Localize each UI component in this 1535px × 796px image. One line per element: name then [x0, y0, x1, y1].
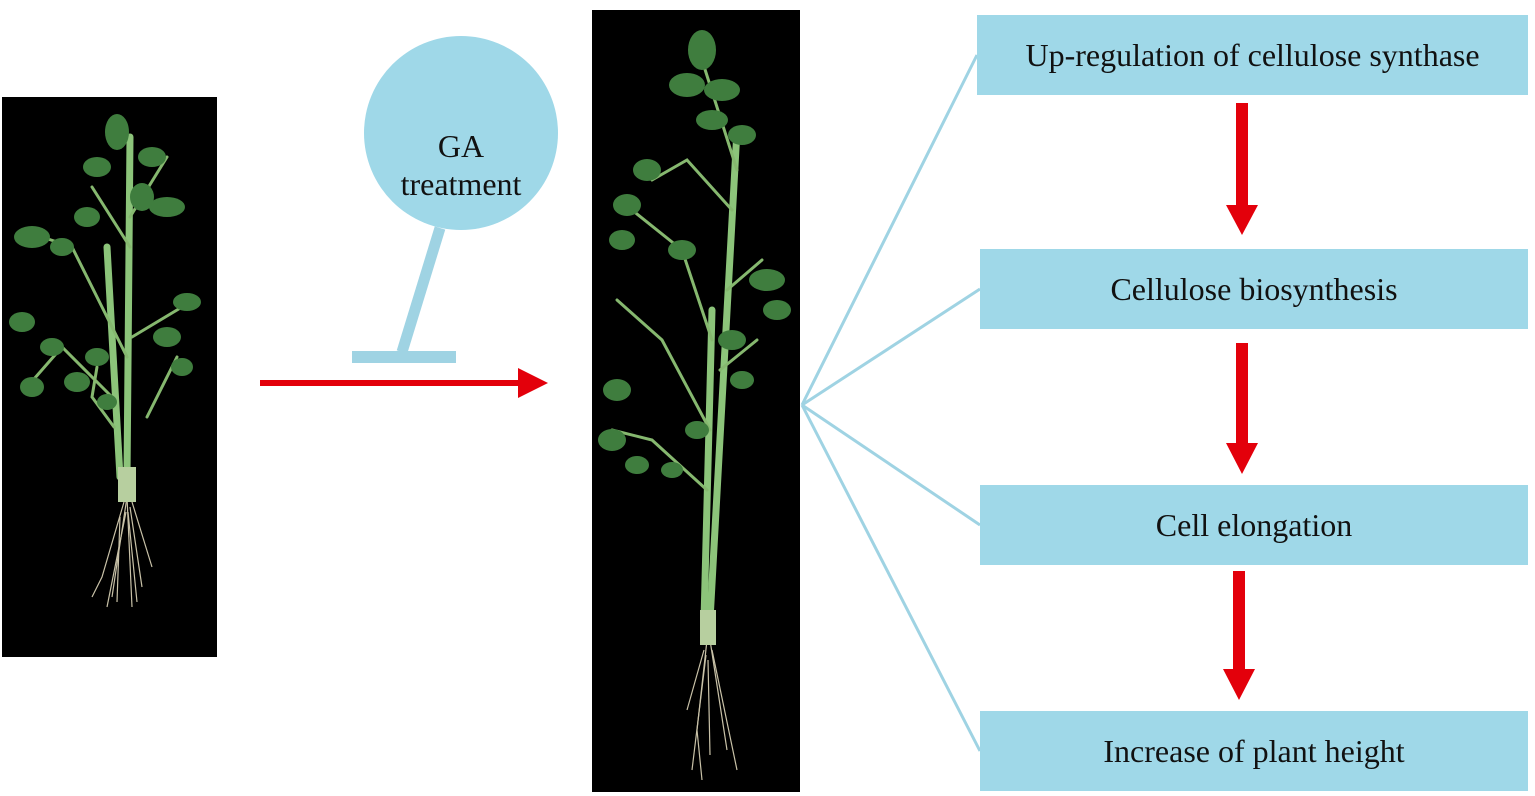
step-arrow-3 [1223, 571, 1255, 700]
main-arrow-head [518, 368, 548, 398]
step-box-cellulose-biosynthesis: Cellulose biosynthesis [980, 249, 1528, 329]
control-plant-photo [2, 97, 217, 657]
connector-step-4 [800, 404, 982, 752]
step-box-cellulose-synthase-upregulation: Up-regulation of cellulose synthase [977, 15, 1528, 95]
inhibitor-stem [396, 226, 446, 354]
control-plant-illustration [9, 114, 201, 608]
step-label: Cellulose biosynthesis [1110, 270, 1398, 307]
ga-label-line2: treatment [400, 166, 522, 202]
step-label: Increase of plant height [1103, 732, 1405, 769]
step-arrow-1 [1226, 103, 1258, 235]
connector-step-3 [801, 403, 981, 527]
step-box-cell-elongation: Cell elongation [980, 485, 1528, 565]
ga-treated-plant-photo [592, 10, 800, 792]
ga-label-line1: GA [437, 128, 485, 164]
step-box-plant-height-increase: Increase of plant height [980, 711, 1528, 791]
connector-step-2 [801, 287, 981, 407]
connector-step-1 [800, 54, 979, 406]
step-arrow-2 [1226, 343, 1258, 474]
treated-plant-illustration [598, 30, 791, 781]
step-label: Cell elongation [1155, 506, 1353, 543]
ga-treatment-label: GA treatment [364, 95, 558, 235]
step-label: Up-regulation of cellulose synthase [1025, 36, 1480, 73]
